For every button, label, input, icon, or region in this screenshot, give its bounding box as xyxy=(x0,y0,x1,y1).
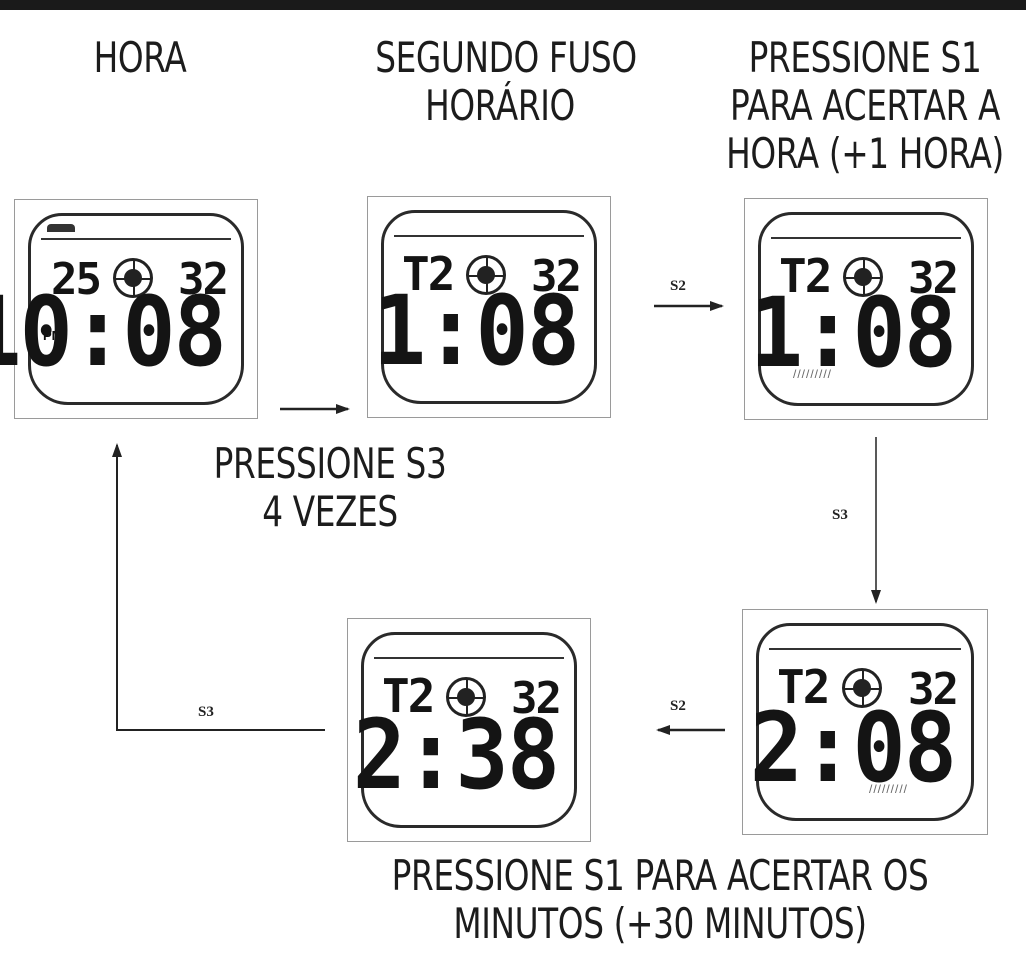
time-readout: 10:08 xyxy=(0,276,227,388)
caption-pressione-s1-hora: PRESSIONE S1 PARA ACERTAR A HORA (+1 HOR… xyxy=(726,33,1004,178)
lcd-divider xyxy=(769,648,961,650)
seconds-readout: 32 xyxy=(178,254,229,305)
t2-indicator: T2 xyxy=(382,669,435,723)
t2-indicator: T2 xyxy=(779,249,832,303)
time-readout: 2:08 xyxy=(749,692,957,804)
lcd-screen: T2 32 2:38 xyxy=(353,632,577,828)
s3-button-label: S3 xyxy=(832,507,848,523)
caption-pressione-s1-minutos: PRESSIONE S1 PARA ACERTAR OS MINUTOS (+3… xyxy=(391,851,929,948)
lcd-screen: T2 32 1:08 ///////// xyxy=(750,212,974,406)
lcd-divider xyxy=(394,235,584,237)
flash-marks: ///////// xyxy=(869,782,909,796)
compass-icon xyxy=(843,257,883,297)
caption-pressione-s3: PRESSIONE S3 4 VEZES xyxy=(213,439,447,536)
watch-display-hora: 25 32 PM 10:08 xyxy=(0,199,258,419)
watch-display-segundo-fuso: T2 32 1:08 xyxy=(367,196,611,418)
flash-marks: ///////// xyxy=(793,367,833,381)
battery-indicator xyxy=(47,224,75,232)
date-readout: 25 xyxy=(51,254,102,305)
s2-button-label: S2 xyxy=(670,278,686,294)
lcd-divider xyxy=(41,238,231,240)
compass-icon xyxy=(466,255,506,295)
compass-icon xyxy=(113,258,153,298)
lcd-screen: 25 32 PM 10:08 xyxy=(0,213,244,405)
watch-display-minutos: T2 32 2:38 xyxy=(347,618,591,842)
compass-icon xyxy=(842,668,882,708)
t2-indicator: T2 xyxy=(402,247,455,301)
caption-hora: HORA xyxy=(93,33,187,82)
lcd-screen: T2 32 1:08 xyxy=(373,210,597,404)
lcd-divider xyxy=(374,657,564,659)
caption-segundo-fuso: SEGUNDO FUSO HORÁRIO xyxy=(375,33,637,130)
time-readout: 1:08 xyxy=(372,275,580,387)
watch-display-hora-ajustada: T2 32 2:08 ///////// xyxy=(742,609,988,835)
seconds-readout: 32 xyxy=(908,664,959,715)
compass-icon xyxy=(446,677,486,717)
lcd-divider xyxy=(771,237,961,239)
watch-display-acertar-hora: T2 32 1:08 ///////// xyxy=(744,198,988,420)
lcd-screen: T2 32 2:08 ///////// xyxy=(750,623,974,821)
seconds-readout: 32 xyxy=(511,673,562,724)
s3-button-label: S3 xyxy=(198,704,214,720)
arrow-w5-to-w1 xyxy=(112,443,325,731)
s2-button-label: S2 xyxy=(670,698,686,714)
top-border xyxy=(0,0,1026,10)
time-readout: 2:38 xyxy=(352,699,560,811)
time-readout: 1:08 xyxy=(749,277,957,389)
seconds-readout: 32 xyxy=(531,251,582,302)
seconds-readout: 32 xyxy=(908,253,959,304)
t2-indicator: T2 xyxy=(777,660,830,714)
pm-indicator: PM xyxy=(43,328,63,343)
